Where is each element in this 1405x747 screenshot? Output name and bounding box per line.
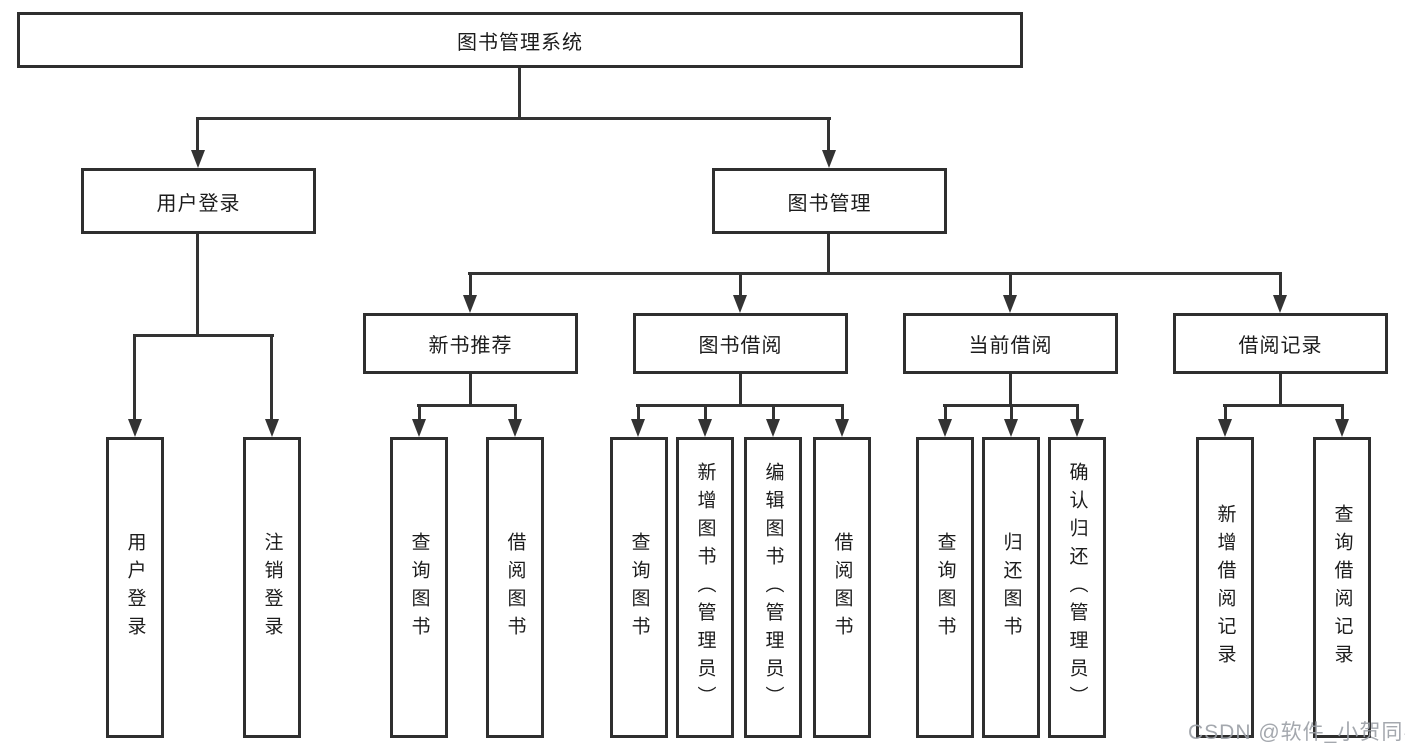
leaf-newbook-borrow: 借阅图书: [486, 437, 544, 738]
leaf-newbook-borrow-label: 借阅图书: [504, 531, 526, 644]
leaf-borrow-add-admin: 新增图书（管理员）: [676, 437, 734, 738]
node-new-book-recommend: 新书推荐: [363, 313, 578, 374]
node-book-management-label: 图书管理: [787, 192, 872, 215]
arrow-to-leaf-logout: [265, 419, 279, 437]
node-book-management: 图书管理: [712, 168, 947, 234]
connector-userlogin-rail: [133, 334, 274, 337]
node-book-borrow-label: 图书借阅: [698, 335, 783, 357]
connector-userlogin-stem: [196, 233, 199, 336]
connector-borrow-leaf4-drop: [841, 404, 844, 421]
connector-leaf-logout-drop: [270, 334, 273, 420]
connector-current-leaf3-drop: [1076, 404, 1079, 421]
leaf-current-query-label: 查询图书: [934, 531, 956, 644]
arrow-current-confirm: [1070, 419, 1084, 437]
arrow-to-new-book: [463, 295, 477, 313]
arrow-to-book-borrow: [733, 295, 747, 313]
leaf-current-query: 查询图书: [916, 437, 974, 738]
connector-level2-rail: [197, 117, 831, 120]
leaf-current-confirm-admin-label: 确认归还（管理员）: [1066, 461, 1088, 714]
node-new-book-recommend-label: 新书推荐: [428, 335, 513, 357]
connector-borrow-rail: [636, 404, 844, 407]
leaf-borrow-borrow-label: 借阅图书: [831, 531, 853, 644]
connector-borrow-leaf3-drop: [772, 404, 775, 421]
leaf-current-return-label: 归还图书: [1000, 531, 1022, 644]
arrow-borrow-add: [698, 419, 712, 437]
node-current-borrow: 当前借阅: [903, 313, 1118, 374]
leaf-current-return: 归还图书: [982, 437, 1040, 738]
connector-userlogin-drop: [196, 117, 199, 151]
connector-borrow-leaf2-drop: [704, 404, 707, 421]
leaf-borrow-query-label: 查询图书: [628, 531, 650, 644]
node-library-system-label: 图书管理系统: [457, 31, 583, 54]
connector-records-leaf1-drop: [1224, 404, 1227, 421]
connector-newbook-drop: [469, 272, 472, 297]
arrow-to-user-login: [191, 150, 205, 168]
arrow-to-leaf-login: [128, 419, 142, 437]
connector-records-drop: [1279, 272, 1282, 297]
connector-newbook-rail: [417, 404, 517, 407]
leaf-user-login-label: 用户登录: [124, 531, 146, 644]
csdn-watermark: CSDN @软件_小贺同学: [1188, 721, 1405, 744]
arrow-current-return: [1004, 419, 1018, 437]
connector-current-leaf1-drop: [944, 404, 947, 421]
node-borrow-records: 借阅记录: [1173, 313, 1388, 374]
leaf-records-query-label: 查询借阅记录: [1331, 503, 1353, 672]
node-library-system: 图书管理系统: [17, 12, 1023, 68]
leaf-borrow-add-admin-label: 新增图书（管理员）: [694, 461, 716, 714]
arrow-to-book-management: [822, 150, 836, 168]
leaf-records-add-label: 新增借阅记录: [1214, 503, 1236, 672]
connector-newbook-leaf2-drop: [514, 404, 517, 421]
arrow-records-add: [1218, 419, 1232, 437]
connector-records-rail: [1223, 404, 1344, 407]
connector-borrow-drop: [739, 272, 742, 297]
leaf-user-login: 用户登录: [106, 437, 164, 738]
node-current-borrow-label: 当前借阅: [968, 335, 1053, 357]
connector-records-leaf2-drop: [1341, 404, 1344, 421]
arrow-current-query: [938, 419, 952, 437]
leaf-borrow-edit-admin: 编辑图书（管理员）: [744, 437, 802, 738]
arrow-borrow-edit: [766, 419, 780, 437]
connector-bookmgmt-drop: [827, 117, 830, 151]
leaf-newbook-query: 查询图书: [390, 437, 448, 738]
arrow-to-borrow-records: [1273, 295, 1287, 313]
arrow-to-current-borrow: [1003, 295, 1017, 313]
connector-newbook-leaf1-drop: [418, 404, 421, 421]
connector-bookmgmt-stem: [827, 233, 830, 274]
arrow-borrow-borrow: [835, 419, 849, 437]
leaf-logout-label: 注销登录: [261, 531, 283, 644]
node-user-login-label: 用户登录: [156, 192, 241, 215]
leaf-borrow-edit-admin-label: 编辑图书（管理员）: [762, 461, 784, 714]
leaf-logout: 注销登录: [243, 437, 301, 738]
connector-current-stem: [1009, 373, 1012, 407]
connector-leaf-login-drop: [133, 334, 136, 420]
connector-borrow-leaf1-drop: [637, 404, 640, 421]
connector-newbook-stem: [469, 373, 472, 407]
leaf-records-query: 查询借阅记录: [1313, 437, 1371, 738]
node-borrow-records-label: 借阅记录: [1238, 335, 1323, 357]
leaf-records-add: 新增借阅记录: [1196, 437, 1254, 738]
arrow-borrow-query: [631, 419, 645, 437]
leaf-borrow-borrow: 借阅图书: [813, 437, 871, 738]
node-user-login: 用户登录: [81, 168, 316, 234]
arrow-records-query: [1335, 419, 1349, 437]
connector-borrow-stem: [739, 373, 742, 407]
leaf-current-confirm-admin: 确认归还（管理员）: [1048, 437, 1106, 738]
arrow-newbook-borrow: [508, 419, 522, 437]
connector-current-leaf2-drop: [1010, 404, 1013, 421]
connector-level3-rail: [468, 272, 1282, 275]
node-book-borrow: 图书借阅: [633, 313, 848, 374]
leaf-newbook-query-label: 查询图书: [408, 531, 430, 644]
connector-records-stem: [1279, 373, 1282, 407]
arrow-newbook-query: [412, 419, 426, 437]
connector-root-stem: [518, 67, 521, 119]
connector-current-drop: [1009, 272, 1012, 297]
leaf-borrow-query: 查询图书: [610, 437, 668, 738]
